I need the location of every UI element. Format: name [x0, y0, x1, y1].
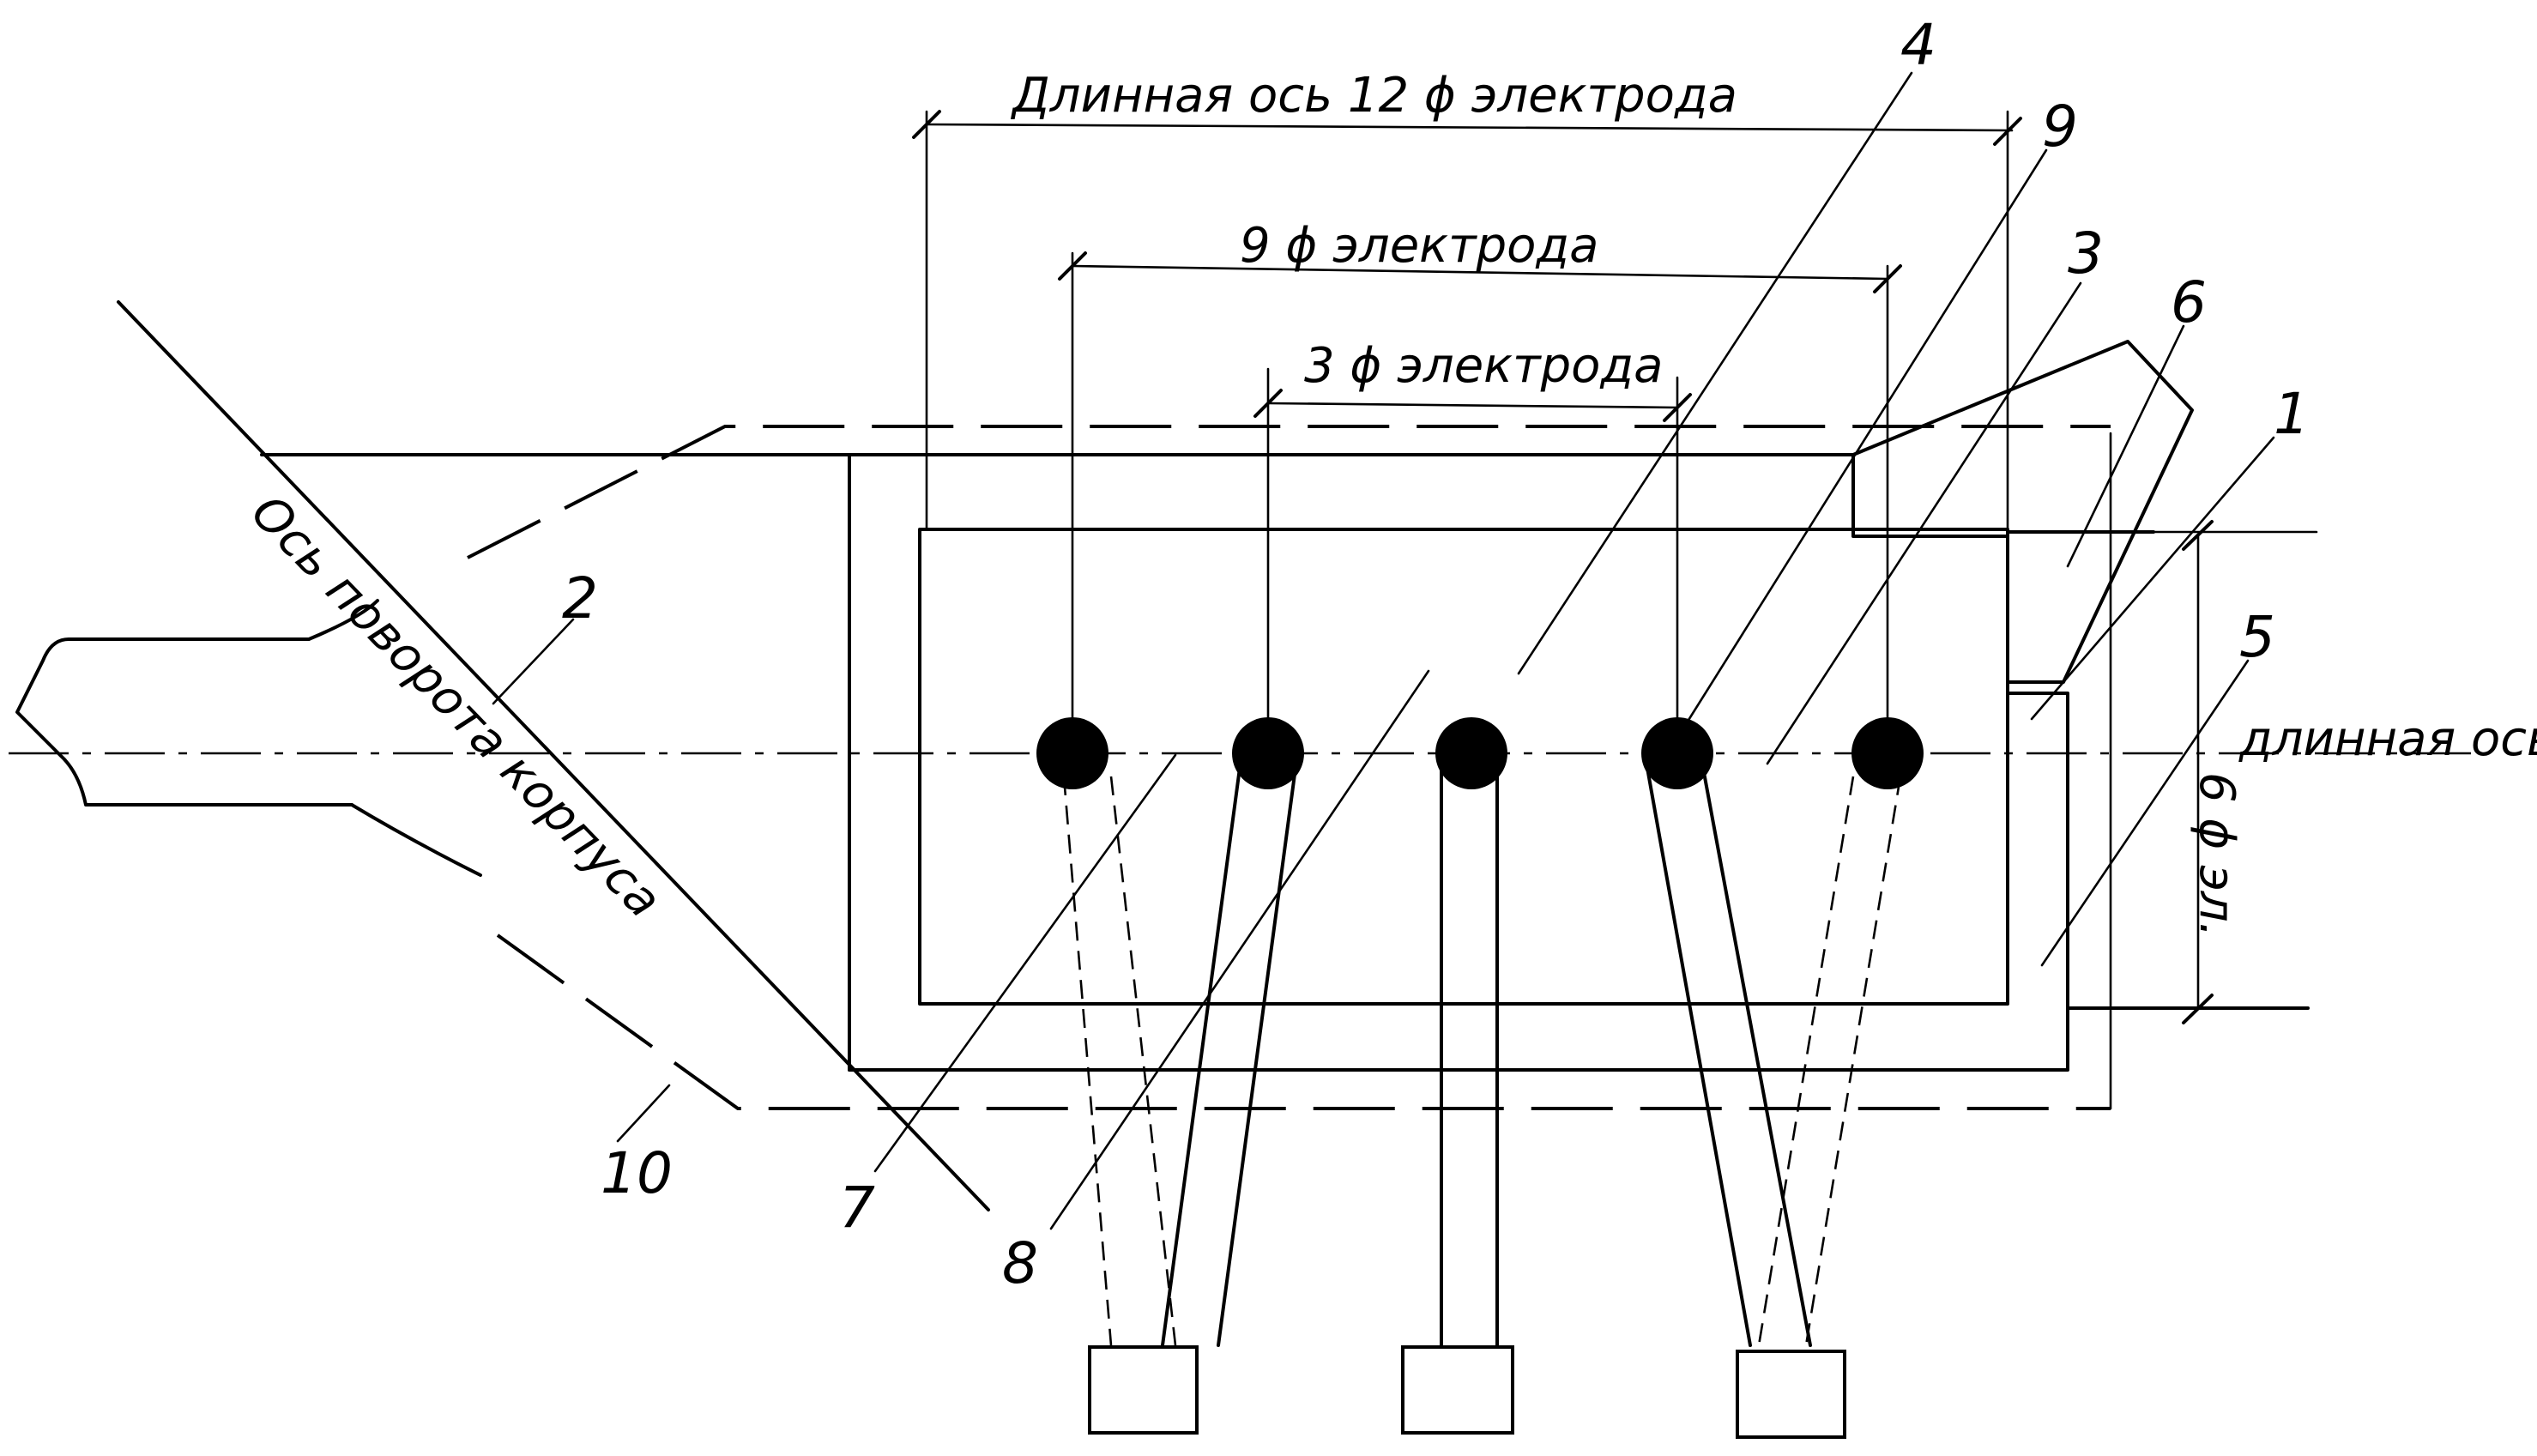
nose-piece: [1853, 341, 2192, 682]
electrode-holders: [1163, 768, 1810, 1345]
callout-9: 9: [2042, 94, 2078, 160]
callout-4: 4: [1900, 12, 1936, 78]
electrode-blocks: [1090, 1347, 1845, 1437]
dim-9d-label: 9 ϕ электрода: [1240, 218, 1598, 274]
dim-3d: [1255, 369, 1690, 738]
callout-5: 5: [2239, 604, 2275, 670]
long-axis-label: длинная ось: [2238, 711, 2537, 767]
callout-10: 10: [601, 1140, 673, 1206]
dim-9d: [1060, 253, 1900, 738]
dim-3d-label: 3 ϕ электрода: [1304, 338, 1663, 394]
callout-1: 1: [2274, 381, 2310, 447]
callout-3: 3: [2068, 221, 2104, 287]
rotation-axis-line: [118, 302, 988, 1210]
callout-2: 2: [562, 565, 598, 631]
dashed-electrode-leads: [1064, 776, 1900, 1345]
callout-6: 6: [2171, 269, 2207, 335]
callout-8: 8: [1002, 1230, 1038, 1296]
dim-6d-label: 6 ϕ эл.: [2189, 772, 2244, 938]
callout-7: 7: [839, 1175, 875, 1241]
dim-12d-label: Длинная ось 12 ϕ электрода: [1010, 68, 1737, 124]
